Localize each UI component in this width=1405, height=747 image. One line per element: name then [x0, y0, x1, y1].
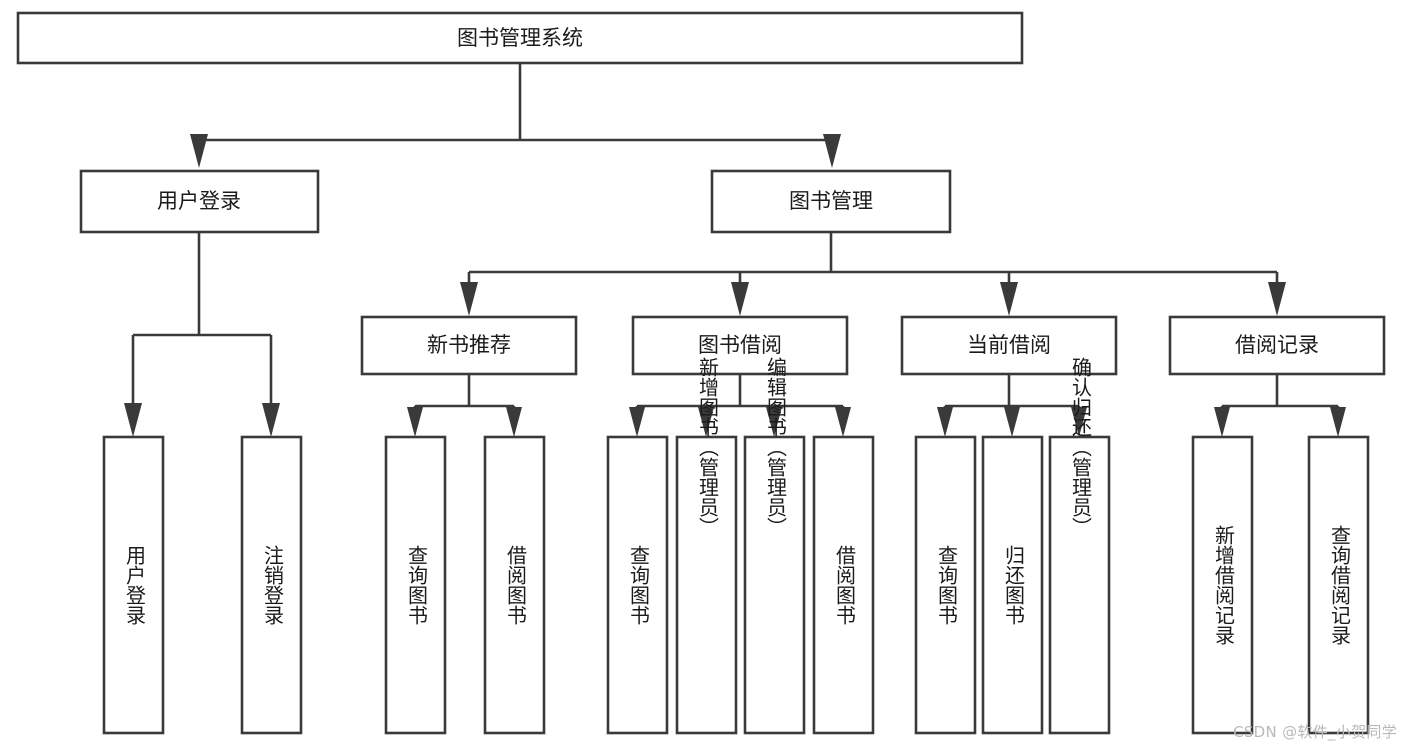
connector-current-borrow-to-leaves [937, 374, 1087, 437]
node-leaf-add-book-label: 新增图书（管理员） [696, 357, 720, 537]
node-new-book-recommend[interactable]: 新书推荐 [360, 315, 578, 376]
node-new-book-recommend-box [360, 315, 578, 376]
node-leaf-add-book-box [675, 435, 738, 735]
node-leaf-query-book-2-label: 查询图书 [627, 545, 651, 625]
arrow-head-leaf-borrow-book-1 [506, 407, 522, 437]
arrow-head-leaf-borrow-book-2 [835, 407, 851, 437]
node-leaf-logout-login-label: 注销登录 [261, 545, 285, 625]
node-leaf-query-book-3[interactable]: 查询图书 [914, 435, 977, 735]
node-new-book-recommend-label: 新书推荐 [427, 333, 511, 357]
node-user-login-box [79, 169, 320, 234]
node-leaf-borrow-book-1-label: 借阅图书 [504, 545, 528, 625]
node-leaf-query-borrow-record-box [1307, 435, 1370, 735]
node-leaf-add-borrow-record[interactable]: 新增借阅记录 [1191, 435, 1254, 735]
node-current-borrow-label: 当前借阅 [967, 333, 1051, 357]
node-root-label: 图书管理系统 [457, 26, 583, 50]
node-leaf-borrow-book-1-box [483, 435, 546, 735]
arrow-head-borrow-record [1268, 282, 1286, 316]
node-leaf-query-borrow-record-label: 查询借阅记录 [1328, 525, 1352, 645]
node-leaf-query-book-1-box [384, 435, 447, 735]
arrow-head-book-borrow [731, 282, 749, 316]
node-leaf-return-book-label: 归还图书 [1002, 545, 1026, 625]
node-current-borrow[interactable]: 当前借阅 [900, 315, 1118, 376]
connector-borrow-record-to-leaves [1214, 374, 1346, 437]
node-leaf-borrow-book-2[interactable]: 借阅图书 [812, 435, 875, 735]
arrow-head-leaf-logout-login [262, 403, 280, 437]
node-leaf-logout-login-box [240, 435, 303, 735]
arrow-head-leaf-edit-book [766, 407, 782, 437]
arrow-head-leaf-query-borrow-record [1330, 407, 1346, 437]
node-leaf-return-book-box [981, 435, 1044, 735]
arrow-head-leaf-add-book [698, 407, 714, 437]
node-leaf-user-login[interactable]: 用户登录 [102, 435, 165, 735]
node-leaf-add-borrow-record-label: 新增借阅记录 [1212, 525, 1236, 645]
node-leaf-return-book[interactable]: 归还图书 [981, 435, 1044, 735]
node-book-borrow[interactable]: 图书借阅 [631, 315, 849, 376]
node-leaf-edit-book-box [743, 435, 806, 735]
node-leaf-query-book-3-label: 查询图书 [935, 545, 959, 625]
arrow-head-book-management [823, 134, 841, 168]
connector-root-to-level2 [190, 63, 841, 168]
node-book-borrow-label: 图书借阅 [698, 333, 782, 357]
node-leaf-confirm-return-box [1048, 435, 1111, 735]
node-book-management[interactable]: 图书管理 [710, 169, 952, 234]
arrow-head-leaf-query-book-1 [407, 407, 423, 437]
node-borrow-record[interactable]: 借阅记录 [1168, 315, 1386, 376]
node-leaf-add-book[interactable]: 新增图书（管理员） [675, 357, 738, 735]
node-borrow-record-label: 借阅记录 [1235, 333, 1319, 357]
connector-user-login-to-leaves [124, 232, 280, 437]
node-leaf-borrow-book-1[interactable]: 借阅图书 [483, 435, 546, 735]
arrow-head-user-login [190, 134, 208, 168]
node-leaf-query-book-1-label: 查询图书 [405, 545, 429, 625]
watermark-text: CSDN @软件_小贺同学 [1233, 723, 1397, 741]
arrow-head-leaf-return-book [1004, 407, 1020, 437]
connector-book-borrow-to-leaves [629, 374, 851, 437]
node-leaf-borrow-book-2-label: 借阅图书 [833, 545, 857, 625]
arrow-head-new-book-recommend [460, 282, 478, 316]
node-leaf-logout-login[interactable]: 注销登录 [240, 435, 303, 735]
arrow-head-leaf-query-book-2 [629, 407, 645, 437]
node-leaf-query-book-2[interactable]: 查询图书 [606, 435, 669, 735]
node-borrow-record-box [1168, 315, 1386, 376]
node-leaf-confirm-return-label: 确认归还（管理员） [1069, 357, 1093, 537]
arrow-head-current-borrow [1000, 282, 1018, 316]
node-leaf-user-login-label: 用户登录 [123, 545, 147, 625]
node-leaf-edit-book-label: 编辑图书（管理员） [764, 357, 788, 537]
arrow-head-leaf-add-borrow-record [1214, 407, 1230, 437]
node-root[interactable]: 图书管理系统 [16, 11, 1024, 65]
node-leaf-user-login-box [102, 435, 165, 735]
node-current-borrow-box [900, 315, 1118, 376]
node-leaf-confirm-return[interactable]: 确认归还（管理员） [1048, 357, 1111, 735]
arrow-head-leaf-query-book-3 [937, 407, 953, 437]
node-leaf-query-book-2-box [606, 435, 669, 735]
connector-book-management-to-level3 [460, 232, 1286, 316]
node-leaf-query-book-1[interactable]: 查询图书 [384, 435, 447, 735]
node-leaf-edit-book[interactable]: 编辑图书（管理员） [743, 357, 806, 735]
node-leaf-query-borrow-record[interactable]: 查询借阅记录 [1307, 435, 1370, 735]
node-user-login[interactable]: 用户登录 [79, 169, 320, 234]
node-leaf-borrow-book-2-box [812, 435, 875, 735]
node-leaf-query-book-3-box [914, 435, 977, 735]
node-root-box [16, 11, 1024, 65]
node-leaf-add-borrow-record-box [1191, 435, 1254, 735]
node-user-login-label: 用户登录 [157, 189, 241, 213]
node-book-management-label: 图书管理 [789, 189, 873, 213]
arrow-head-leaf-user-login [124, 403, 142, 437]
connector-new-book-recommend-to-leaves [407, 374, 522, 437]
arrow-head-leaf-confirm-return [1071, 407, 1087, 437]
